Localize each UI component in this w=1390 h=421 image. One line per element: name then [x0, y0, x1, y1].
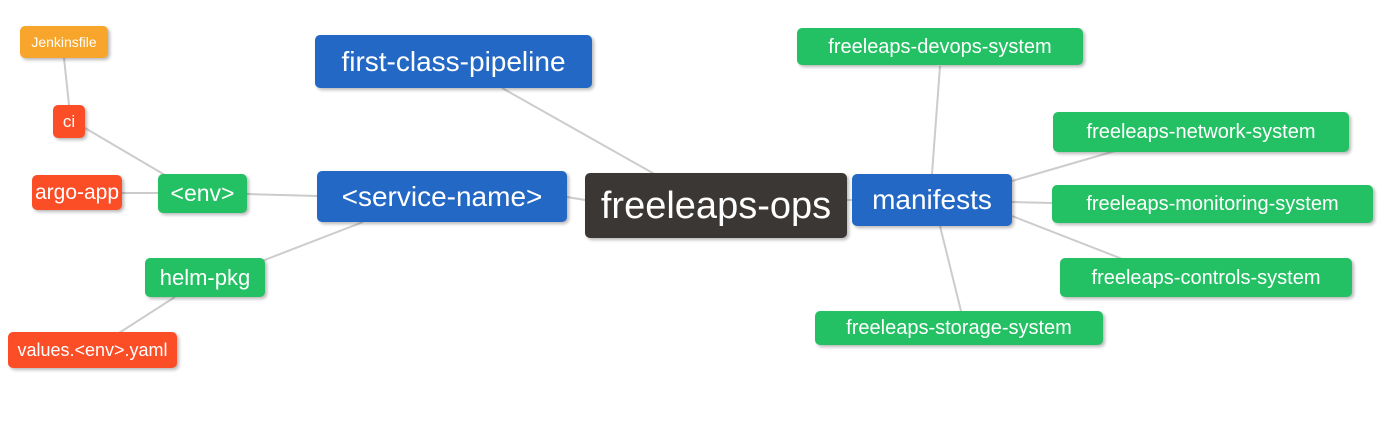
node-env[interactable]: <env>	[158, 174, 247, 213]
edge-env-service-name	[246, 193, 318, 197]
node-freeleaps-storage-system[interactable]: freeleaps-storage-system	[815, 311, 1103, 345]
edge-manifests-freeleaps-devops-system	[931, 65, 941, 175]
edge-jenkinsfile-ci	[63, 57, 70, 106]
node-manifests[interactable]: manifests	[852, 174, 1012, 226]
node-freeleaps-network-system[interactable]: freeleaps-network-system	[1053, 112, 1349, 152]
edge-helm-pkg-values-env-yaml	[118, 296, 176, 334]
node-service-name[interactable]: <service-name>	[317, 171, 567, 222]
node-freeleaps-ops[interactable]: freeleaps-ops	[585, 173, 847, 238]
node-helm-pkg[interactable]: helm-pkg	[145, 258, 265, 297]
node-freeleaps-controls-system[interactable]: freeleaps-controls-system	[1060, 258, 1352, 297]
node-jenkinsfile[interactable]: Jenkinsfile	[20, 26, 108, 58]
edge-manifests-freeleaps-controls-system	[1011, 215, 1131, 263]
edge-service-name-freeleaps-ops	[566, 196, 586, 201]
edge-manifests-freeleaps-network-system	[1011, 150, 1116, 182]
node-freeleaps-devops-system[interactable]: freeleaps-devops-system	[797, 28, 1083, 65]
edge-service-name-helm-pkg	[261, 221, 364, 262]
node-ci[interactable]: ci	[53, 105, 85, 138]
node-argo-app[interactable]: argo-app	[32, 175, 122, 210]
node-first-class-pipeline[interactable]: first-class-pipeline	[315, 35, 592, 88]
edge-manifests-freeleaps-monitoring-system	[1011, 201, 1053, 204]
node-values-env-yaml[interactable]: values.<env>.yaml	[8, 332, 177, 368]
edge-first-class-pipeline-freeleaps-ops	[501, 87, 659, 177]
edge-manifests-freeleaps-storage-system	[939, 225, 962, 312]
edge-ci-env	[84, 127, 171, 179]
node-freeleaps-monitoring-system[interactable]: freeleaps-monitoring-system	[1052, 185, 1373, 223]
